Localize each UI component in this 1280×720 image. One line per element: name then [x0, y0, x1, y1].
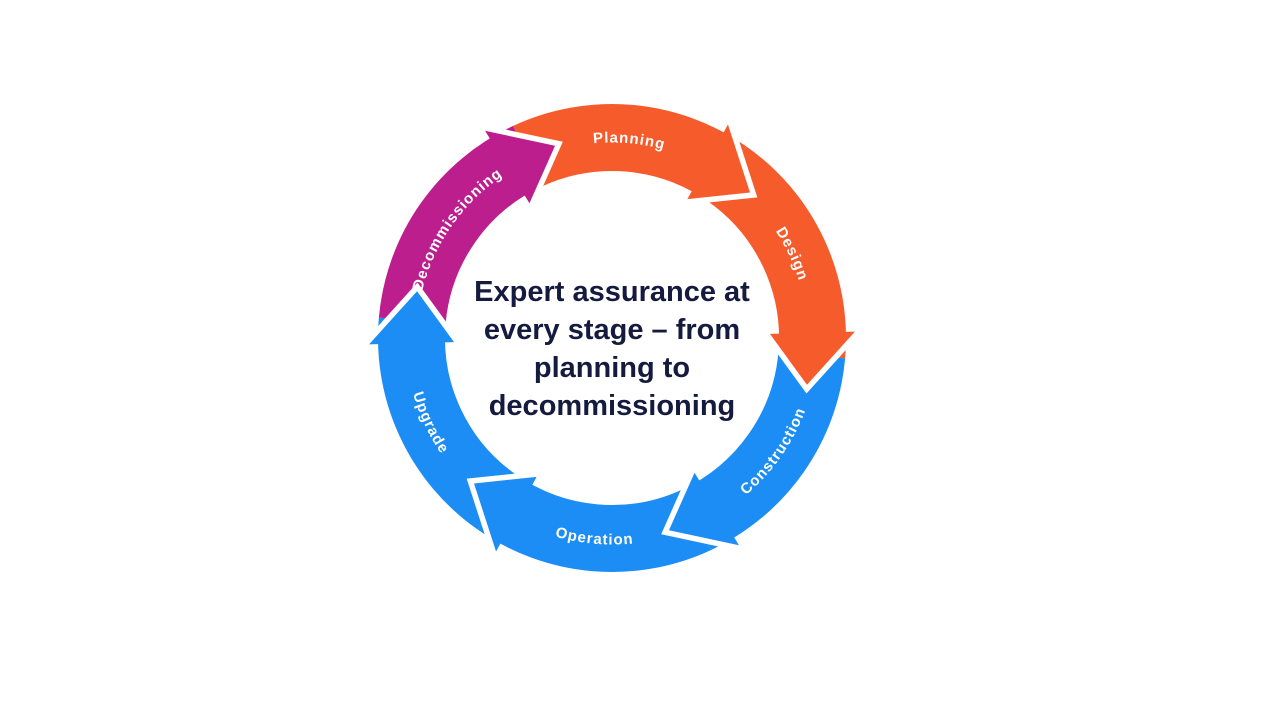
center-text: Expert assurance at every stage – from p…: [422, 273, 802, 425]
segment-arrowhead-design: [769, 331, 855, 385]
segment-arrowhead-decommissioning: [485, 130, 556, 204]
center-text-line: decommissioning: [488, 390, 736, 422]
segment-arrowhead-construction: [668, 472, 739, 546]
segment-arrowhead-operation: [473, 476, 537, 552]
segment-arrowhead-upgrade: [369, 291, 455, 345]
segment-arrowheads: [364, 122, 860, 554]
center-text-line: planning to: [533, 352, 691, 384]
segment-arrowhead-planning: [687, 124, 751, 200]
center-text-line: every stage – from: [483, 314, 741, 346]
center-text-line: Expert assurance at: [474, 276, 750, 308]
